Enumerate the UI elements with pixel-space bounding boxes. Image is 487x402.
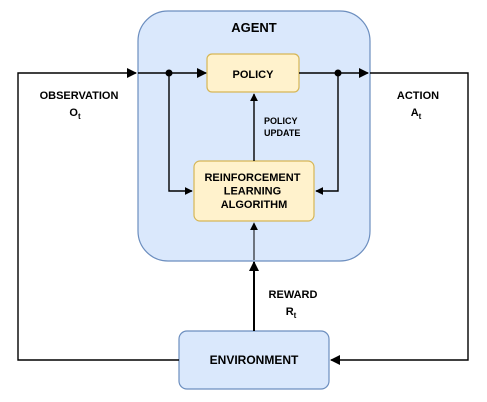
reward-symbol-sub: t [294, 311, 297, 320]
observation-symbol-main: O [69, 107, 78, 119]
environment-label: ENVIRONMENT [210, 353, 299, 367]
rl-algorithm-line-1: REINFORCEMENT [204, 172, 300, 184]
observation-symbol-sub: t [78, 112, 81, 121]
reward-symbol: Rt [286, 306, 297, 320]
observation-loop-line [17, 68, 179, 361]
observation-symbol: Ot [69, 107, 81, 121]
policy-label: POLICY [233, 69, 275, 81]
policy-update-line-1: POLICY [264, 116, 298, 126]
action-symbol: At [411, 107, 422, 121]
agent-title: AGENT [231, 20, 277, 35]
rl-algorithm-label: REINFORCEMENT LEARNING ALGORITHM [204, 172, 303, 211]
policy-update-label: POLICY UPDATE [264, 116, 300, 138]
action-to-rl-line [315, 73, 339, 195]
observation-to-rl-line [168, 73, 193, 195]
rl-algorithm-line-3: ALGORITHM [221, 199, 288, 211]
rl-algorithm-line-2: LEARNING [224, 186, 281, 198]
reward-symbol-main: R [286, 306, 294, 318]
action-loop-line [330, 72, 469, 365]
policy-update-line-2: UPDATE [264, 128, 300, 138]
reward-label: REWARD [269, 289, 318, 301]
action-label: ACTION [397, 90, 439, 102]
action-symbol-sub: t [419, 112, 422, 121]
observation-label: OBSERVATION [40, 90, 119, 102]
action-symbol-main: A [411, 107, 419, 119]
